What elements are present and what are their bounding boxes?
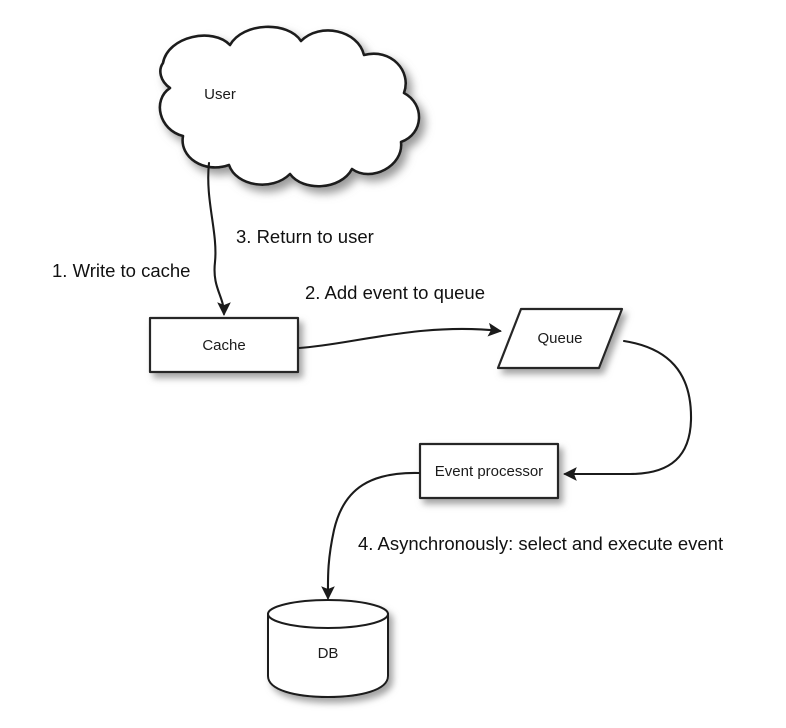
node-event-processor[interactable]: Event processor bbox=[418, 442, 560, 500]
cloud-shape bbox=[158, 25, 421, 188]
node-user[interactable]: User bbox=[158, 25, 421, 188]
queue-shape bbox=[496, 307, 624, 370]
step-label-2: 2. Add event to queue bbox=[305, 282, 485, 303]
node-cache[interactable]: Cache bbox=[148, 316, 300, 374]
edge-queue-to-event-processor bbox=[563, 339, 693, 481]
step-label-3: 3. Return to user bbox=[236, 226, 374, 247]
edge-cache-to-queue bbox=[297, 322, 502, 350]
node-queue[interactable]: Queue bbox=[496, 307, 624, 370]
step-label-1: 1. Write to cache bbox=[52, 260, 190, 281]
db-cylinder-body bbox=[267, 613, 389, 699]
db-cylinder-top bbox=[267, 599, 389, 629]
node-db[interactable]: DB bbox=[267, 599, 389, 699]
event-processor-shape bbox=[418, 442, 560, 500]
edge-user-to-cache bbox=[207, 161, 231, 316]
step-label-4: 4. Asynchronously: select and execute ev… bbox=[358, 533, 723, 554]
cache-shape bbox=[148, 316, 300, 374]
edge-event-processor-to-db bbox=[321, 471, 421, 600]
